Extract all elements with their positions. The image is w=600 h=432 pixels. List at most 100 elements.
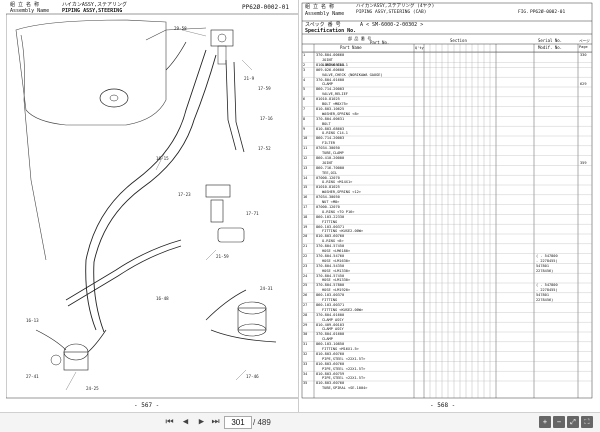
- row-number: 28: [303, 312, 308, 317]
- part-number: 01010-81025: [316, 97, 340, 102]
- right-title-en: Assembly Name: [305, 11, 345, 17]
- parts-table-grid: [301, 2, 593, 399]
- part-number: 860-103-00371: [316, 224, 345, 229]
- part-number: 810-803-60760: [316, 361, 345, 366]
- part-number: 810-803-10625: [316, 106, 345, 111]
- part-name: PIPE,STEEL <22X1.5T>: [322, 376, 366, 381]
- current-page-input[interactable]: 301: [224, 416, 252, 429]
- part-name: FITTING <KUSE2-00W>: [322, 307, 364, 312]
- row-number: 25: [303, 283, 308, 288]
- row-number: 10: [303, 136, 308, 141]
- row-number: 29: [303, 322, 308, 327]
- row-number: 26: [303, 293, 308, 298]
- page-ref: 359: [580, 160, 587, 165]
- serial-note-text: 547801: [536, 293, 549, 298]
- part-name: PIPE,STEEL <22X1.5T>: [322, 366, 366, 371]
- row-number: 2: [303, 62, 306, 67]
- prev-page-icon[interactable]: ◀: [182, 417, 189, 427]
- part-name: JOINT: [322, 160, 333, 165]
- row-number: 20: [303, 234, 308, 239]
- callout: 16-13: [26, 318, 39, 323]
- right-fig-code: PP62Ø-0002-01: [530, 10, 566, 15]
- row-number: 30: [303, 332, 308, 337]
- part-number: 810-803-60760: [316, 351, 345, 356]
- part-name: HOSE <LM1330>: [322, 278, 351, 283]
- part-name: TUBE,CLAMP: [322, 151, 344, 155]
- part-name: O-RING C14-1: [322, 62, 348, 67]
- row-number: 32: [303, 351, 308, 356]
- part-name: O-RING C14-1: [322, 131, 348, 136]
- zoom-in-icon[interactable]: +: [539, 416, 551, 428]
- total-pages: / 489: [253, 418, 271, 427]
- part-name: JOINT: [322, 57, 333, 62]
- part-number: 01010-81025: [316, 185, 340, 190]
- serial-note-text: - 2278455): [536, 258, 558, 263]
- part-name: CLAMP: [322, 82, 333, 87]
- serial-note-text: ( - 547800: [536, 283, 558, 288]
- part-name: TUBE,SPIRAL <SE-1004>: [322, 386, 368, 391]
- callout: 24-31: [260, 286, 273, 291]
- part-name: HOSE <LM1630>: [322, 258, 351, 263]
- part-name: O-RING <8>: [322, 239, 344, 244]
- part-name: FILTER: [322, 141, 335, 146]
- fullscreen-icon[interactable]: ⛶: [581, 416, 593, 428]
- left-page-number: - 567 -: [134, 402, 160, 409]
- part-name: FITTING: [322, 219, 338, 224]
- row-number: 27: [303, 302, 308, 307]
- first-page-icon[interactable]: ⏮: [165, 417, 174, 427]
- part-name: VALVE,RELIEF: [322, 92, 348, 97]
- row-number: 18: [303, 214, 308, 219]
- callout: 29-58: [174, 26, 187, 31]
- row-number: 14: [303, 175, 308, 180]
- row-number: 11: [303, 146, 308, 151]
- part-name: FITTING: [322, 298, 338, 302]
- serial-note-text: - 2278455): [536, 288, 558, 293]
- callout: 16-48: [156, 296, 169, 301]
- col-serial: Serial No.: [538, 38, 563, 43]
- part-name: BOLT <M8X75>: [322, 102, 348, 106]
- part-number: 860-103-10850: [316, 342, 345, 347]
- row-number: 22: [303, 253, 308, 258]
- part-name: CLAMP ASSY: [322, 327, 344, 332]
- part-name: HOSE <LM1330>: [322, 268, 351, 273]
- part-number: 07000-12070: [316, 204, 340, 209]
- part-number: 370-804-01600: [316, 332, 345, 337]
- part-number: 069-026-60600: [316, 67, 345, 72]
- serial-note-text: 2278456): [536, 298, 554, 302]
- part-number: 810-803-60760: [316, 234, 345, 239]
- viewer-toolbar: ⏮ ◀ ▶ ⏭ 301 / 489 + − ⤢ ⛶: [0, 412, 600, 432]
- row-number: 23: [303, 263, 308, 268]
- part-number: 860-410-20000: [316, 155, 345, 160]
- col-modif: Modif. No.: [538, 45, 563, 50]
- row-number: 4: [303, 77, 306, 82]
- part-name: WASHER,SPRING <12>: [322, 190, 361, 195]
- row-number: 9: [303, 126, 306, 131]
- row-number: 6: [303, 97, 306, 102]
- zoom-out-icon[interactable]: −: [553, 416, 565, 428]
- part-number: 860-714-20003: [316, 87, 345, 92]
- next-page-icon[interactable]: ▶: [198, 417, 205, 427]
- spec-label: スペック 番 号: [305, 22, 341, 28]
- page-ref: 330: [580, 53, 587, 57]
- right-fig-label: FIG.: [518, 10, 529, 15]
- row-number: 12: [303, 155, 308, 160]
- part-name: O-RING <TO P16>: [322, 209, 355, 214]
- fit-icon[interactable]: ⤢: [567, 416, 579, 428]
- part-number: 07034-30050: [316, 146, 340, 151]
- part-number: 810-803-68603: [316, 62, 345, 67]
- part-number: 370-804-00631: [316, 116, 345, 121]
- callout: 17-52: [258, 146, 271, 151]
- row-number: 24: [303, 273, 308, 278]
- part-number: 860-103-00371: [316, 302, 345, 307]
- spec-label-en: Specification No.: [305, 28, 357, 34]
- part-name: NUT <M8>: [322, 200, 340, 204]
- part-name: BOLT: [322, 121, 331, 126]
- part-name: FITTING <KUSE2-00W>: [322, 229, 364, 234]
- last-page-icon[interactable]: ⏭: [211, 417, 220, 427]
- part-number: 860-716-70000: [316, 165, 345, 170]
- part-name: HOSE <LM1920>: [322, 288, 351, 293]
- part-name: VALVE,CHECK (NORIKAWA GAUGE): [322, 72, 383, 77]
- row-number: 35: [303, 381, 308, 386]
- left-assembly-jp: ハイカンASSY,ステアリング: [62, 2, 127, 8]
